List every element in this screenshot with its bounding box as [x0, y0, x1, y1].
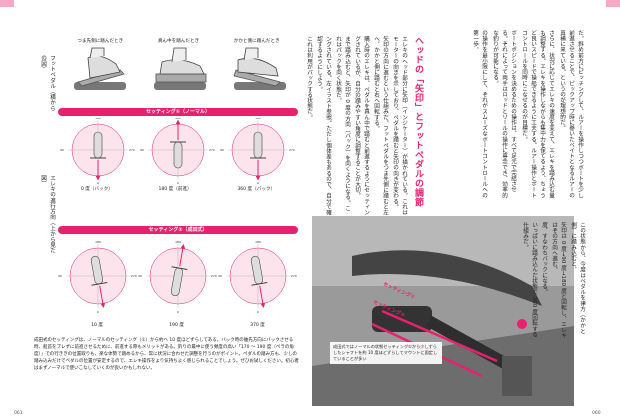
svg-text:270: 270 [289, 148, 295, 152]
body-text-4: まで踏み込むと、矢印が 0 度の方向（バック）を向くようになる。これはパックを向… [335, 36, 350, 212]
side-text-block: この状態から、今度はペダルを律方（かかと側）に踏み込むと、 矢印は 0 度→90… [516, 222, 586, 342]
row-label-motor: エレキの進行方向（上から見た図） [40, 175, 55, 254]
compass-0deg: 180 270 0 90 [60, 118, 135, 185]
compass-180deg: 180 270 0 90 [140, 118, 215, 185]
page-number-right: 060 [592, 411, 601, 416]
intro-text-4: の操作を最小限にして、それがスムーズなボートコントロールへの第一歩。 [472, 30, 487, 198]
pedal-illustrations [74, 47, 286, 90]
svg-text:180: 180 [95, 118, 101, 120]
side-text-1: この状態から、今度はペダルを律方（かかと側）に踏み込むと、 [570, 222, 585, 334]
photo-caption: 成田式ではノーマルの状態セッティング①から少しずらしたシャフトを約 10 度ほど… [330, 342, 442, 364]
intro-text-1: だ。斜め前方にピッチングして、ルアーを操作しつつボートを少し前進させることで、ピ… [559, 30, 583, 198]
narita-setting-caption: 成田式のセッティングは、ノーマルのセッティング（①）から約へ 10 度ほどずらし… [34, 338, 299, 371]
side-text-2: 矢印は 0 度→90 度→180 度と回転し、エレキはその方向へ進む。 [551, 222, 566, 339]
col-header-heel: かかと側に踏んだとき [233, 39, 280, 44]
body-text-3: 購入時のエレキは、ペダルを真ん中で踏むと前進するようにセッティングされているが、… [354, 36, 369, 216]
page-number-left: 061 [14, 411, 23, 416]
pedal-heel-illustration [233, 47, 286, 90]
setting-narita-diagrams: 180 270 0 90 180 270 0 90 [58, 240, 297, 314]
svg-text:180: 180 [255, 118, 261, 120]
figure-column-headers: つま先側に踏んだとき 真ん中を踏んだとき かかと側に踏んだとき [60, 38, 297, 44]
label-180deg: 180 度（前進） [158, 187, 192, 192]
setting-normal-labels: 0 度（バック） 180 度（前進） 360 度（バック） [58, 186, 298, 192]
svg-text:90: 90 [220, 148, 224, 152]
svg-text:180: 180 [255, 240, 261, 244]
setting-narita-band: セッティング②（成田式） [58, 226, 298, 234]
col-header-toe: つま先側に踏んだとき [77, 39, 124, 44]
svg-text:0: 0 [97, 310, 99, 314]
svg-text:90: 90 [140, 148, 144, 152]
body-text-5: ングされている。左イラスト参照。ただし個体差もあるので、自分で確認するようにしよ… [316, 36, 331, 216]
side-text-4: いっぱいに踏み込んだ状態で 360 度回転する仕組みだ。 [522, 222, 537, 338]
svg-text:180: 180 [175, 240, 181, 244]
pedal-middle-illustration [154, 47, 207, 90]
side-text-3: 度、すなわちバックになる。 [541, 222, 547, 295]
svg-text:0: 0 [177, 181, 179, 185]
intro-text-block: だ。斜め前方にピッチングして、ルアーを操作しつつボートを少し前進させることで、ピ… [434, 30, 584, 200]
col-header-middle: 真ん中を踏んだとき [157, 39, 200, 44]
page-tab-right [606, 0, 620, 7]
svg-text:90: 90 [60, 148, 64, 152]
svg-text:180: 180 [175, 118, 181, 120]
intro-text-2: さらに、状況に応じてエレキの速度を変えて、エレキを踏み込む量も調整する。エレキを… [521, 30, 554, 198]
label-360deg: 360 度（バック） [237, 187, 276, 192]
svg-text:0: 0 [97, 181, 99, 185]
svg-text:90: 90 [58, 274, 62, 278]
body-text-1: エレキのヘッド部分に矢印（インジケーター）が描かれている。これはモーターの向きを… [392, 36, 407, 216]
setting-narita-labels: 10 度 190 度 370 度 [58, 322, 298, 328]
svg-text:270: 270 [129, 148, 135, 152]
compass-10deg: 180 270 0 90 [58, 240, 137, 314]
label-190deg: 190 度 [169, 323, 184, 328]
svg-text:270: 270 [209, 148, 215, 152]
body-text-6: これは利用がパックする状態だ。 [306, 36, 312, 120]
svg-text:270: 270 [291, 274, 297, 278]
body-text-2: 矢印の方向に進むという仕組みだ。フットペダルをつま先側に踏むと左へ、かかと側に踏… [373, 36, 388, 216]
svg-text:180: 180 [95, 240, 101, 244]
page-tab-left [0, 0, 14, 7]
compass-190deg: 180 270 0 90 [138, 240, 217, 314]
svg-text:0: 0 [177, 310, 179, 314]
intro-text-3: ボートポジションを決めるための操作は、すべて足元で完結させる。それによって両手は… [492, 30, 516, 198]
setting-normal-diagrams: 180 270 0 90 180 270 0 90 180 270 0 [60, 118, 295, 185]
svg-text:270: 270 [211, 274, 217, 278]
label-370deg: 370 度 [250, 323, 265, 328]
section-heading: ヘッドの「矢印」とフットペダルの調節 [413, 36, 423, 207]
setting-normal-band: セッティング①（ノーマル） [58, 108, 298, 116]
svg-text:90: 90 [138, 274, 142, 278]
row-label-pedal: フットペダル（横からの図） [40, 55, 55, 111]
pedal-toe-illustration [74, 47, 126, 90]
body-text-block: エレキのヘッド部分に矢印（インジケーター）が描かれている。これはモーターの向きを… [306, 36, 408, 216]
compass-370deg: 180 270 0 90 [218, 240, 297, 314]
svg-text:270: 270 [131, 274, 137, 278]
svg-text:0: 0 [257, 181, 259, 185]
label-10deg: 10 度 [91, 323, 103, 328]
svg-text:0: 0 [257, 310, 259, 314]
compass-360deg: 180 270 0 90 [220, 118, 295, 185]
svg-text:90: 90 [218, 274, 222, 278]
label-0deg: 0 度（バック） [80, 187, 113, 192]
